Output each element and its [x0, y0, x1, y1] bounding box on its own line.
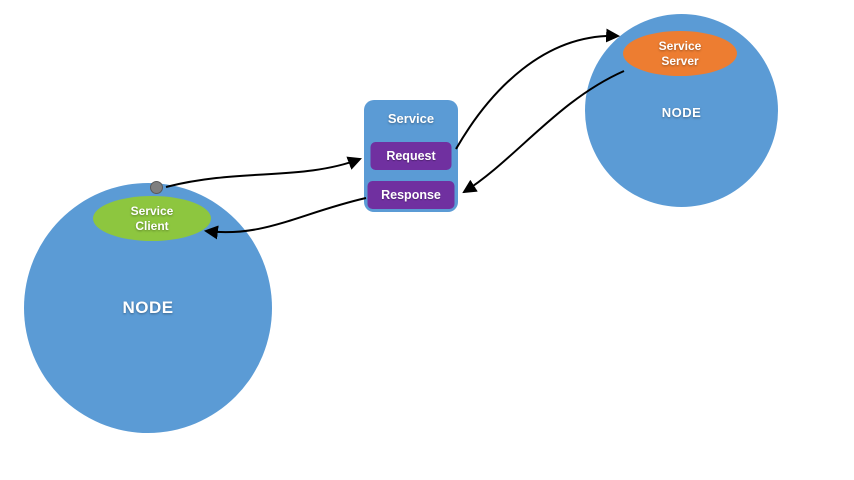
- response-box: Response: [367, 181, 455, 209]
- service-box-title: Service: [387, 111, 435, 126]
- service-server-label-line1: Service: [658, 38, 702, 53]
- right-node-label: NODE: [661, 105, 702, 120]
- service-client-label-line1: Service: [130, 203, 174, 218]
- service-server-ellipse: Service Server: [623, 31, 737, 76]
- service-box: Service Request Response: [364, 100, 458, 212]
- connection-dot-icon: [150, 181, 163, 194]
- service-server-label-line2: Server: [661, 53, 699, 68]
- arrow-client-to-request: [165, 156, 362, 188]
- left-node-label: NODE: [122, 298, 174, 317]
- service-client-label-line2: Client: [135, 218, 169, 233]
- request-box: Request: [370, 142, 452, 170]
- service-client-ellipse: Service Client: [93, 196, 211, 241]
